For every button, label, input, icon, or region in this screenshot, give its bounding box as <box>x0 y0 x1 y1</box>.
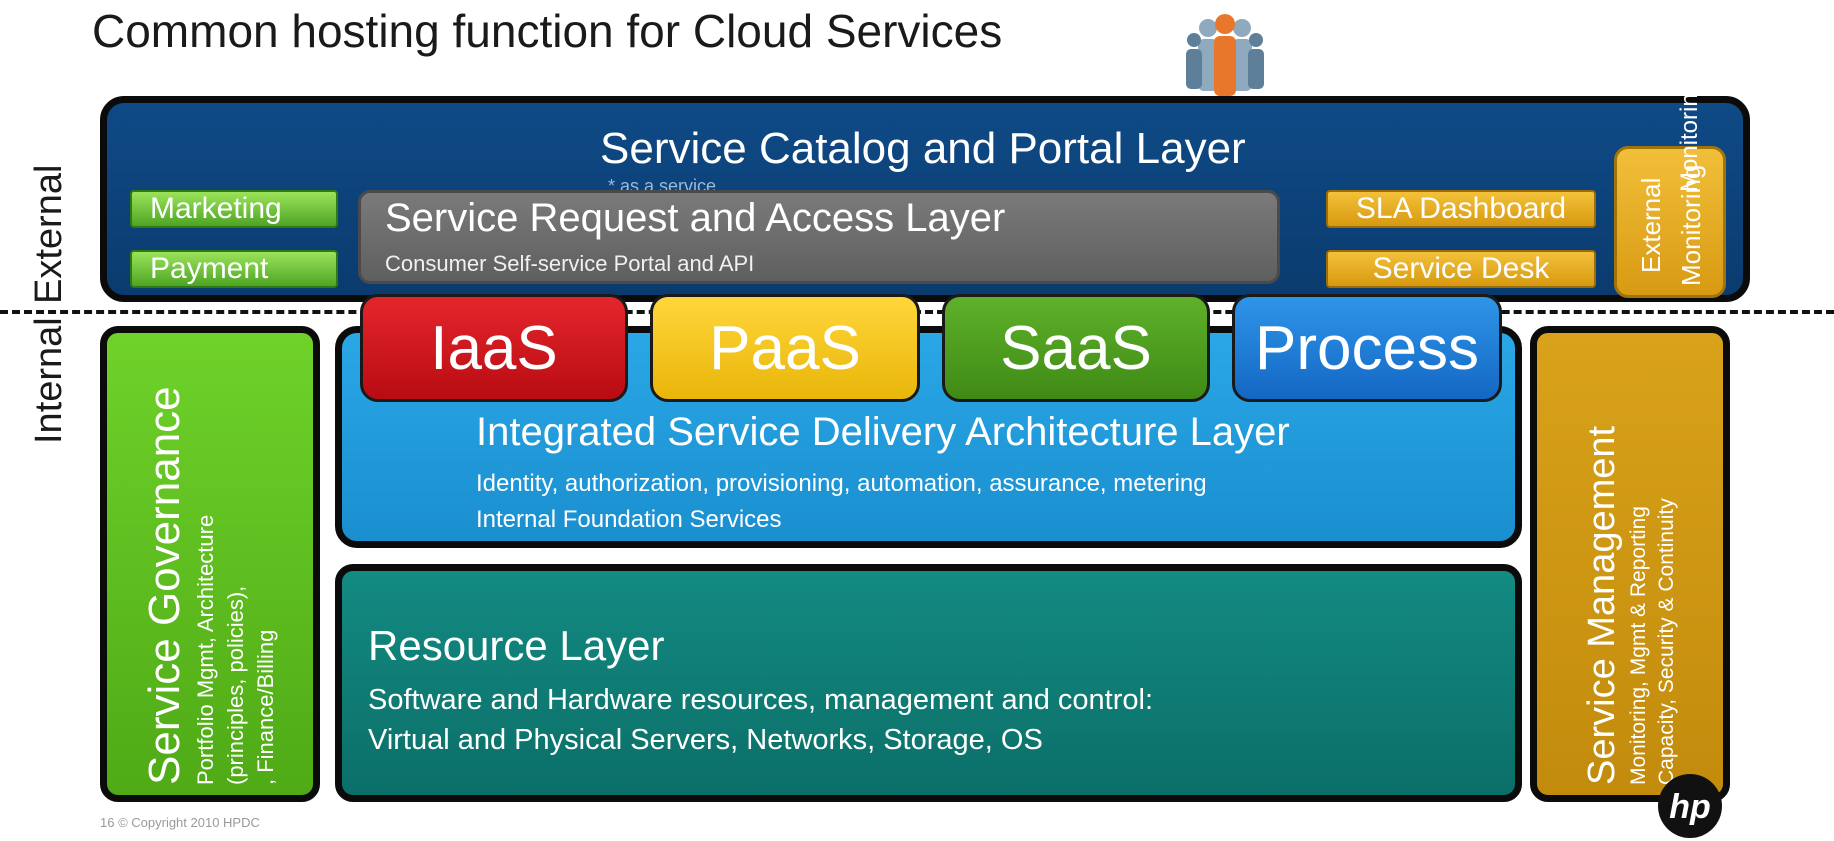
request-layer-subtitle: Consumer Self-service Portal and API <box>385 251 755 276</box>
resource-line-2: Virtual and Physical Servers, Networks, … <box>368 724 1043 756</box>
delivery-line-2: Internal Foundation Services <box>476 506 782 533</box>
iaas-tile: IaaS <box>360 294 628 402</box>
copyright-footer: 16 © Copyright 2010 HPDC <box>100 815 260 830</box>
page-title: Common hosting function for Cloud Servic… <box>92 5 1003 57</box>
monitoring-word: Monitoring <box>1676 79 1703 192</box>
marketing-box: Marketing <box>130 190 338 228</box>
resource-layer-text: Software and Hardware resources, managem… <box>368 680 1153 760</box>
service-desk-box: Service Desk <box>1326 250 1596 288</box>
delivery-layer-text: Identity, authorization, provisioning, a… <box>476 466 1207 538</box>
svg-text:hp: hp <box>1669 788 1711 826</box>
payment-box: Payment <box>130 250 338 288</box>
resource-layer <box>335 564 1522 802</box>
governance-line-2: (principles, policies), <box>223 585 248 785</box>
saas-tile: SaaS <box>942 294 1210 402</box>
process-tile: Process <box>1232 294 1502 402</box>
resource-layer-title: Resource Layer <box>368 622 665 669</box>
service-governance-box: Service Governance Portfolio Mgmt, Archi… <box>100 326 320 802</box>
service-request-access-layer <box>358 190 1280 284</box>
internal-external-label: External Internal <box>28 164 88 450</box>
management-line-2: Capacity, Security & Continuity <box>1655 498 1678 785</box>
external-monitoring-box: External Monitoring <box>1614 146 1726 298</box>
management-line-1: Monitoring, Mgmt & Reporting <box>1627 506 1650 785</box>
service-management-box: Service Management Monitoring, Mgmt & Re… <box>1530 326 1730 802</box>
resource-line-1: Software and Hardware resources, managem… <box>368 684 1154 716</box>
sla-dashboard-box: SLA Dashboard <box>1326 190 1596 228</box>
people-group-icon <box>1186 14 1264 96</box>
governance-line-1: Portfolio Mgmt, Architecture <box>193 514 218 785</box>
delivery-layer-title: Integrated Service Delivery Architecture… <box>476 410 1290 454</box>
paas-tile: PaaS <box>650 294 920 402</box>
external-label: External <box>28 164 70 304</box>
catalog-layer-title: Service Catalog and Portal Layer <box>600 124 1246 173</box>
monitoring-overflow-label: Monitoring <box>1676 79 1712 192</box>
hp-logo-icon: hp <box>1658 774 1722 838</box>
governance-title: Service Governance <box>140 386 189 785</box>
governance-line-3: , Finance/Billing <box>253 629 278 785</box>
request-layer-title: Service Request and Access Layer <box>385 196 1006 240</box>
internal-label: Internal <box>28 317 70 445</box>
management-title: Service Management <box>1581 425 1623 785</box>
delivery-line-1: Identity, authorization, provisioning, a… <box>476 470 1207 497</box>
